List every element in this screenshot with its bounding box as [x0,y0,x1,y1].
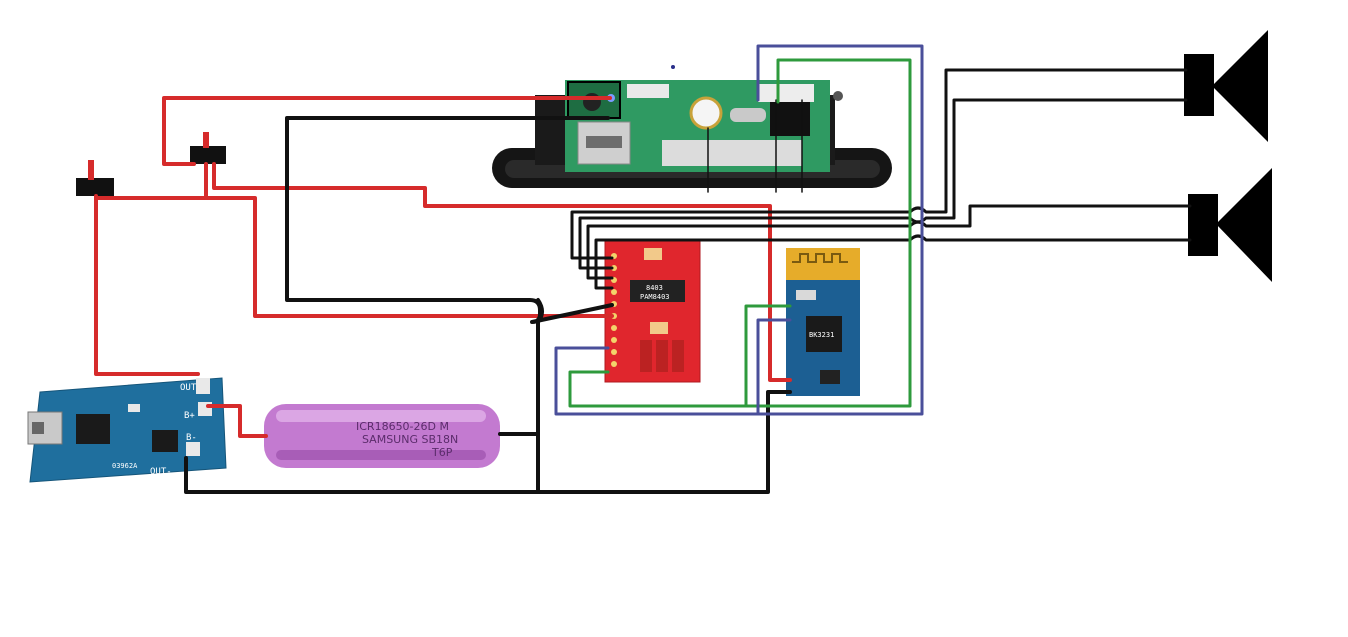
charger-pin-out-minus: OUT- [150,467,172,477]
red-wire-switch2-to-mp3 [162,96,612,166]
bt-chip [806,316,842,352]
charger-pcb [29,377,227,483]
usb-port-slot [586,136,622,148]
speaker-bottom-cone [1216,168,1272,282]
red-wire-switch1-to-amp [94,196,614,318]
blue-wire-bt-link [756,318,792,416]
battery-label-3: T6P [431,446,453,459]
mp3-mount-hole [833,91,843,101]
wires [94,44,1192,494]
mp3-top-dot [671,65,675,69]
amp-cap-top [644,248,662,260]
black-wire-speaker-top-1 [570,68,1188,260]
amp-chip-label-2: PAM8403 [640,293,670,301]
black-wire-speaker-bottom-1 [586,204,1192,280]
charger-pad-out-plus [196,378,210,394]
battery-highlight [276,410,486,422]
bt-chip-label: BK3231 [809,331,834,339]
mp3-output-connector [758,84,814,102]
switch-2-lever [203,132,209,148]
mp3-header-connector [627,84,669,98]
battery-18650: ICR18650-26D M SAMSUNG SB18N T6P [264,404,500,468]
charger-pin-out-plus: OUT+ [180,383,202,393]
green-wire-mp3-to-bt [568,58,912,408]
charger-pin-b-minus: B- [186,433,197,443]
battery-label-1: ICR18650-26D M [356,420,449,433]
red-wire-switch2-to-bt [212,162,792,382]
charger-board: OUT+ B+ B- OUT- 03962A [27,377,227,483]
bt-crystal [796,290,816,300]
amp-resistor-1 [640,340,652,372]
speaker-top [1184,30,1268,142]
mp3-sd-slot [662,140,802,166]
amp-resistor-3 [672,340,684,372]
blue-wire-mp3-to-amp [554,44,924,416]
amp-chip-label-1: 8403 [646,284,663,292]
speaker-icon [1188,194,1218,256]
bt-antenna-trace [792,253,848,263]
amp-resistor-2 [656,340,668,372]
black-wire-charger-to-bt [184,390,792,494]
amp-chip [630,280,685,302]
charger-protect-chip [152,430,178,452]
switch-icon [76,178,114,196]
mp3-oscillator [730,108,766,122]
charger-led [128,404,140,412]
speaker-icon [1184,54,1214,116]
switch-1-lever [88,160,94,180]
speaker-top-cone [1212,30,1268,142]
black-wire-ground-bus [536,298,544,436]
switch-2 [190,132,226,164]
mp3-crystal [689,96,723,130]
micro-usb-slot [32,422,44,434]
battery-shadow [276,450,486,460]
speaker-bottom [1188,168,1272,282]
amplifier-board: 8403 PAM8403 [604,239,701,383]
charger-chip-label: 03962A [112,462,138,470]
bluetooth-module: BK3231 [786,248,860,396]
bt-small-chip [820,370,840,384]
green-wire-bt-link [744,304,792,408]
battery-label-2: SAMSUNG SB18N [362,433,458,446]
mp3-decoder-board [492,65,892,188]
red-wire-charger-to-switch1 [94,194,200,376]
charger-pad-b-minus [186,442,200,456]
red-wire-charger-to-battery [206,404,268,438]
black-wire-battery-negative [498,432,540,494]
ir-receiver-lens [583,93,601,111]
amp-cap-bottom [650,322,668,334]
black-wire-speaker-bottom-2 [594,234,1192,290]
switch-1 [76,160,114,196]
amp-pcb [604,239,701,383]
switch-icon [190,146,226,164]
amp-pin-header [611,253,617,367]
charger-pin-b-plus: B+ [184,411,195,421]
charger-chip [76,414,110,444]
